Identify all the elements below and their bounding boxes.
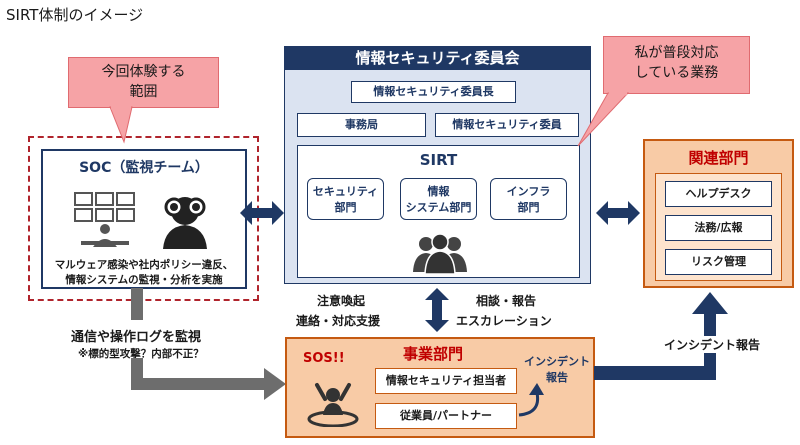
soc-title: SOC（監視チーム） (79, 160, 209, 176)
incident-report-arrow (594, 292, 728, 380)
related-item-legal: 法務/広報 (665, 215, 772, 241)
soc-committee-double-arrow (240, 201, 284, 225)
binoculars-person-icon (163, 197, 207, 249)
callout-left-line1: 今回体験する (101, 64, 186, 80)
related-title: 関連部門 (688, 149, 749, 167)
sirt-box: SIRT セキュリティ 部門 情報 システム部門 インフラ 部門 (297, 145, 580, 278)
business-officer: 情報セキュリティ担当者 (375, 368, 517, 394)
sirt-unit-security: セキュリティ 部門 (307, 178, 384, 220)
label-monitor: 通信や操作ログを監視 (71, 330, 202, 345)
label-consult-line1: 相談・報告 (476, 294, 537, 308)
label-alert-line1: 注意喚起 (317, 294, 366, 308)
business-staff: 従業員/パートナー (375, 403, 517, 429)
sirt-title: SIRT (419, 151, 458, 169)
callout-left-line2: 範囲 (129, 84, 158, 100)
sirt-unit-infra-line2: 部門 (517, 201, 540, 214)
business-title: 事業部門 (403, 345, 464, 363)
page-title: SIRT体制のイメージ (6, 6, 144, 24)
sirt-unit-infra: インフラ 部門 (490, 178, 567, 220)
monitor-wall-icon (74, 192, 135, 247)
label-monitor-note: ※標的型攻撃？内部不正？ (78, 348, 204, 360)
committee-title: 情報セキュリティ委員会 (284, 46, 591, 70)
callout-right-pointer (577, 92, 630, 147)
related-item-helpdesk: ヘルプデスク (665, 181, 772, 207)
committee-chair: 情報セキュリティ委員長 (351, 81, 516, 103)
sirt-unit-infosys-line2: システム部門 (405, 201, 472, 214)
soc-desc-line1: マルウェア感染や社内ポリシー違反、 (54, 259, 234, 271)
team-people-icon (413, 233, 467, 274)
business-incident-line2: 報告 (546, 371, 568, 384)
business-incident-line1: インシデント (524, 355, 590, 368)
committee-related-double-arrow (596, 201, 640, 225)
callout-left-pointer (109, 106, 133, 144)
experience-scope-region (28, 136, 259, 301)
sos-drowning-person-icon (307, 383, 359, 427)
label-alert-line2: 連絡・対応支援 (296, 314, 381, 328)
monitor-log-arrow (131, 288, 286, 400)
soc-box: SOC（監視チーム） マルウェア感染や社内ポリシー違反、 情報システムの監視・分… (41, 149, 247, 289)
business-sos: SOS!! (303, 351, 345, 366)
label-consult-line2: エスカレーション (456, 314, 552, 328)
sirt-unit-infra-line1: インフラ (506, 185, 551, 198)
related-item-risk: リスク管理 (665, 249, 772, 275)
committee-business-double-arrow (425, 288, 449, 332)
incident-report-curve-arrow (518, 383, 544, 417)
callout-right-line1: 私が普段対応 (634, 45, 719, 61)
sirt-unit-infosys-line1: 情報 (427, 185, 450, 198)
business-department-box: SOS!! 事業部門 情報セキュリティ担当者 従業員/パートナー インシデント … (285, 337, 595, 438)
callout-daily-work: 私が普段対応 している業務 (603, 36, 750, 94)
sirt-unit-security-line1: セキュリティ (312, 185, 379, 198)
label-incident-report: インシデント報告 (662, 336, 763, 353)
sirt-unit-infosys: 情報 システム部門 (400, 178, 477, 220)
committee-member: 情報セキュリティ委員 (435, 113, 579, 137)
sirt-unit-security-line2: 部門 (334, 201, 357, 214)
callout-experience-scope: 今回体験する 範囲 (68, 57, 219, 108)
callout-right-line2: している業務 (634, 65, 719, 81)
committee-secretariat: 事務局 (297, 113, 426, 137)
soc-desc-line2: 情報システムの監視・分析を実施 (65, 274, 223, 286)
related-departments-box: 関連部門 ヘルプデスク 法務/広報 リスク管理 (643, 139, 794, 288)
